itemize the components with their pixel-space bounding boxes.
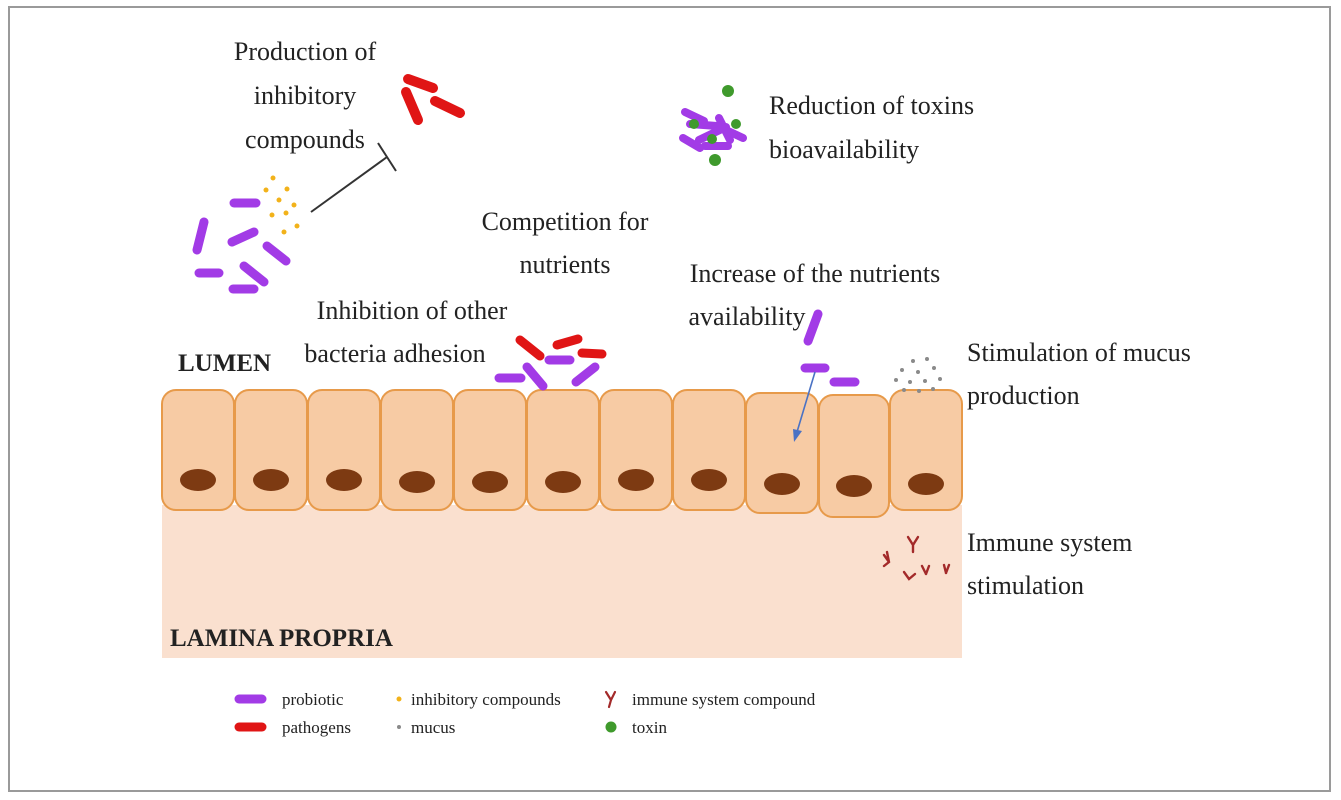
svg-text:probiotic: probiotic [282, 690, 344, 709]
mucus-dots [894, 357, 942, 393]
toxin-probiotic-cluster [683, 85, 743, 166]
svg-text:Reduction of toxins: Reduction of toxins [769, 91, 974, 120]
svg-text:Inhibition of other: Inhibition of other [317, 296, 508, 325]
epithelial-cell [454, 390, 526, 510]
legend: probiotic pathogens inhibitory compounds… [239, 690, 816, 737]
epithelial-cell [819, 395, 889, 517]
svg-text:stimulation: stimulation [967, 571, 1084, 600]
legend-item-mucus: mucus [397, 718, 455, 737]
svg-text:bacteria adhesion: bacteria adhesion [304, 339, 485, 368]
toxin-reduction-label: Reduction of toxins bioavailability [769, 91, 974, 164]
epithelial-cell [381, 390, 453, 510]
svg-text:pathogens: pathogens [282, 718, 351, 737]
legend-item-toxin: toxin [606, 718, 668, 737]
svg-text:production: production [967, 381, 1080, 410]
epithelial-cell [308, 390, 380, 510]
epithelial-cell [600, 390, 672, 510]
immune-stimulation-label: Immune system stimulation [967, 528, 1132, 600]
svg-text:inhibitory compounds: inhibitory compounds [411, 690, 561, 709]
svg-text:immune system compound: immune system compound [632, 690, 816, 709]
epithelial-cell [235, 390, 307, 510]
svg-text:Competition for: Competition for [482, 207, 649, 236]
epithelial-cell-layer [162, 390, 962, 517]
svg-text:toxin: toxin [632, 718, 667, 737]
epithelial-cell [162, 390, 234, 510]
svg-text:nutrients: nutrients [520, 250, 611, 279]
lamina-propria-label: LAMINA PROPRIA [170, 625, 393, 652]
legend-item-pathogens: pathogens [239, 718, 351, 737]
svg-text:mucus: mucus [411, 718, 455, 737]
nutrient-probiotic-cluster [805, 314, 855, 382]
inhibition-adhesion-label: Inhibition of other bacteria adhesion [304, 296, 507, 368]
competition-label: Competition for nutrients [482, 207, 649, 279]
legend-item-inhibitory-compounds: inhibitory compounds [397, 690, 561, 709]
pathogen-cluster [406, 79, 460, 120]
epithelial-cell [746, 393, 818, 513]
epithelial-cell [890, 390, 962, 510]
svg-text:Increase of the nutrients: Increase of the nutrients [690, 259, 941, 288]
legend-item-immune-compound: immune system compound [606, 690, 816, 709]
svg-text:bioavailability: bioavailability [769, 135, 919, 164]
svg-text:compounds: compounds [245, 125, 365, 154]
adhesion-bacteria-cluster [499, 339, 602, 386]
inhibitory-compound-dots [264, 176, 300, 235]
svg-text:inhibitory: inhibitory [254, 81, 357, 110]
epithelial-cell [673, 390, 745, 510]
lumen-label: LUMEN [178, 350, 271, 377]
svg-text:Immune system: Immune system [967, 528, 1132, 557]
epithelial-cell [527, 390, 599, 510]
inhibitory-production-label: Production of inhibitory compounds [234, 37, 377, 154]
svg-text:Production of: Production of [234, 37, 377, 66]
svg-text:availability: availability [689, 302, 806, 331]
svg-text:Stimulation of mucus: Stimulation of mucus [967, 338, 1191, 367]
mucus-stimulation-label: Stimulation of mucus production [967, 338, 1191, 410]
legend-item-probiotic: probiotic [239, 690, 344, 709]
